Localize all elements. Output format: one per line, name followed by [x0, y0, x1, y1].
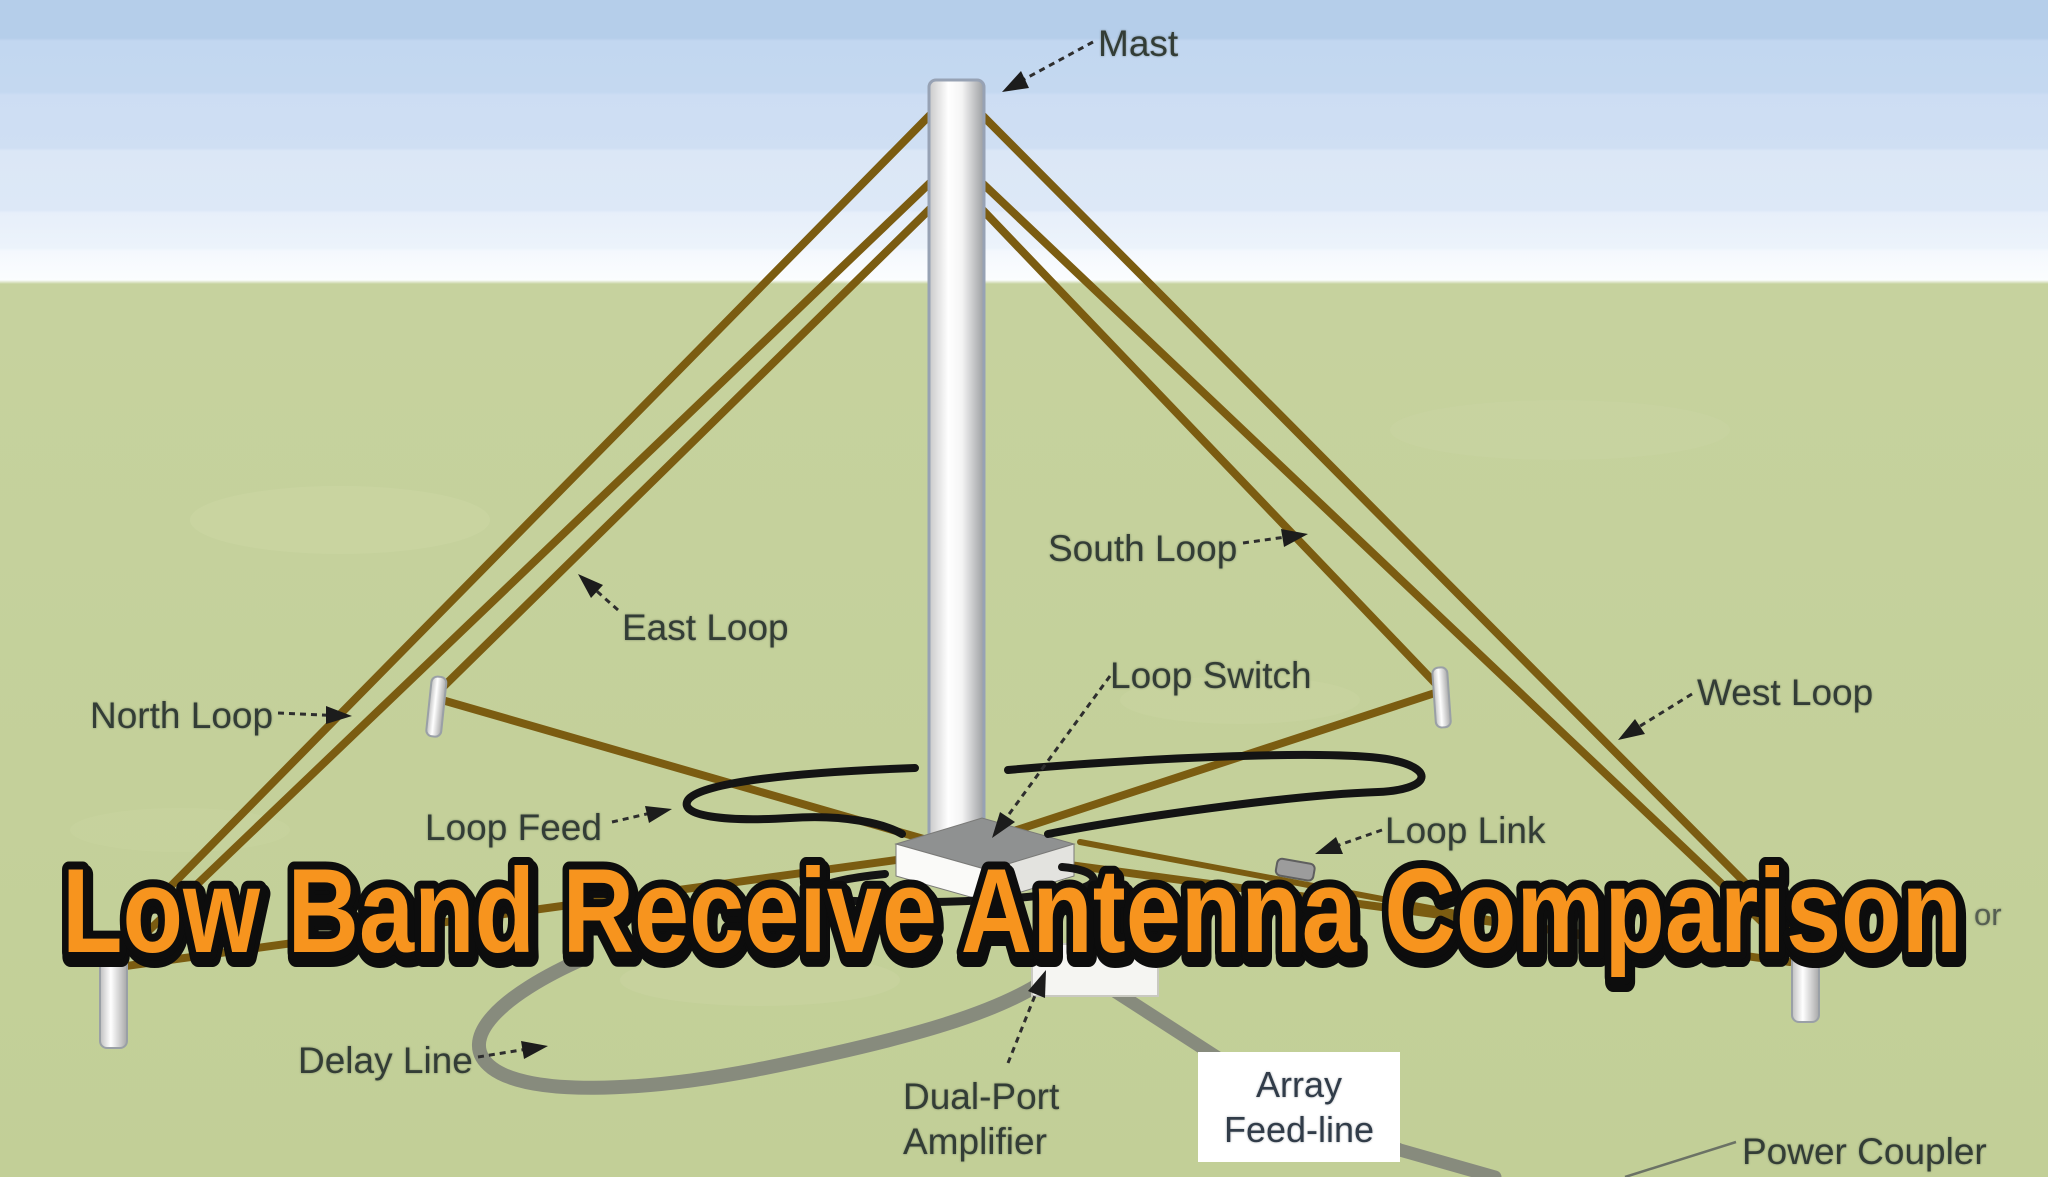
loop-wires	[104, 111, 1816, 970]
loop-link-hardware	[1274, 857, 1316, 882]
leader-arrowheads	[326, 71, 1645, 1059]
label-loop-switch: Loop Switch	[1110, 655, 1312, 696]
label-east-loop: East Loop	[622, 607, 789, 648]
label-overlapped-fragment: or	[1974, 897, 2002, 932]
label-dual-port-amplifier: Dual-Port Amplifier	[903, 1074, 1059, 1164]
delay-line-coax	[472, 951, 1069, 1095]
title-shadow: Low Band Receive Antenna Comparison	[64, 849, 1964, 983]
label-south-loop: South Loop	[1048, 528, 1238, 569]
label-dual-port-line2: Amplifier	[903, 1121, 1047, 1162]
label-loop-link: Loop Link	[1385, 810, 1546, 851]
title: Low Band Receive Antenna Comparison Low …	[54, 836, 1974, 993]
label-array-feedline-line1: Array	[1255, 1064, 1342, 1105]
insulator-posts	[99, 666, 1820, 1049]
label-dual-port-line1: Dual-Port	[903, 1076, 1060, 1117]
mast-pole	[927, 78, 986, 848]
array-feedline-label-box: Array Feed-line	[1198, 1052, 1400, 1162]
label-power-coupler: Power Coupler	[1742, 1131, 1987, 1172]
label-north-loop: North Loop	[90, 695, 274, 736]
label-array-feedline-line2: Feed-line	[1223, 1109, 1375, 1150]
label-west-loop: West Loop	[1697, 672, 1874, 713]
dual-port-amplifier-box	[1031, 943, 1159, 997]
title-text: Low Band Receive Antenna Comparison	[62, 844, 1962, 978]
ground-texture	[70, 400, 1730, 1006]
loop-feed-wires	[682, 750, 1426, 907]
label-delay-line: Delay Line	[298, 1040, 473, 1081]
label-mast: Mast	[1098, 23, 1179, 64]
label-loop-feed: Loop Feed	[425, 807, 602, 848]
